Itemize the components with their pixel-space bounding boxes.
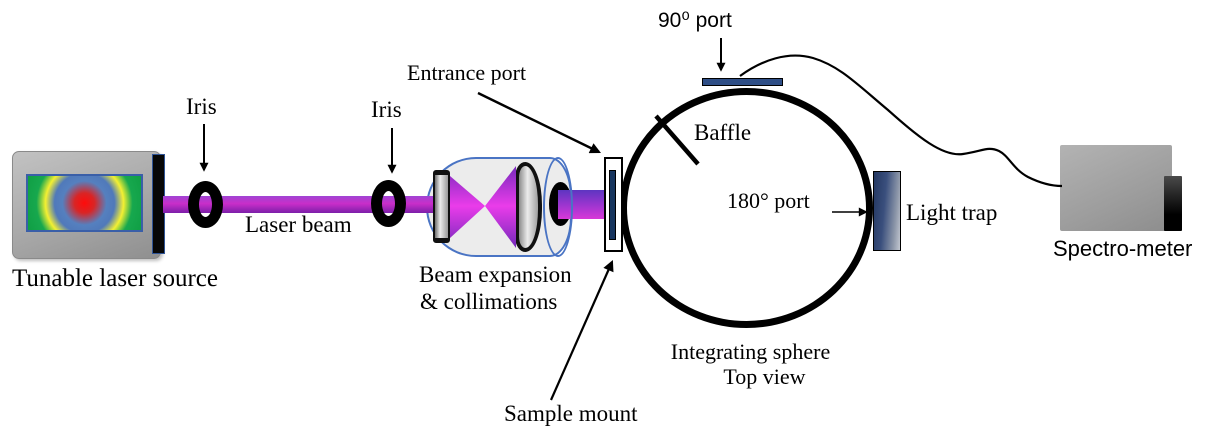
port-90-cover <box>702 78 783 86</box>
baffle-label: Baffle <box>694 120 752 145</box>
laser-mode-profile <box>26 174 143 232</box>
integrating-sphere-label-line1: Integrating sphere <box>670 339 831 364</box>
expander-lens-small <box>433 170 450 243</box>
entrance-port-arrow <box>477 91 601 154</box>
sample-holder-bar <box>609 170 616 240</box>
iris2-label: Iris <box>371 97 402 122</box>
tunable-laser-source-label: Tunable laser source <box>12 265 218 292</box>
beam-expansion-label-line1: Beam expansion <box>419 262 572 287</box>
beam-expansion-label-line2: & collimations <box>420 289 558 314</box>
light-trap-label: Light trap <box>906 200 998 225</box>
port-90-label: 90⁰ port <box>658 9 732 32</box>
laser-beam-label: Laser beam <box>245 212 352 237</box>
iris-2 <box>371 180 406 227</box>
iris1-label: Iris <box>186 94 217 119</box>
port-180-label: 180° port <box>727 188 810 213</box>
expander-end-cap <box>543 157 573 257</box>
iris-1 <box>188 181 223 228</box>
laser-beam <box>163 196 436 213</box>
spectrometer-connector <box>1164 176 1182 231</box>
integrating-sphere-label-line2: Top view <box>723 364 806 389</box>
light-trap-block <box>873 171 901 251</box>
sample-mount-label: Sample mount <box>504 401 638 426</box>
spectrometer-box <box>1060 145 1172 231</box>
spectrometer-label: Spectro-meter <box>1053 236 1193 261</box>
expander-lens-large <box>515 162 542 252</box>
entrance-port-label: Entrance port <box>407 60 527 85</box>
